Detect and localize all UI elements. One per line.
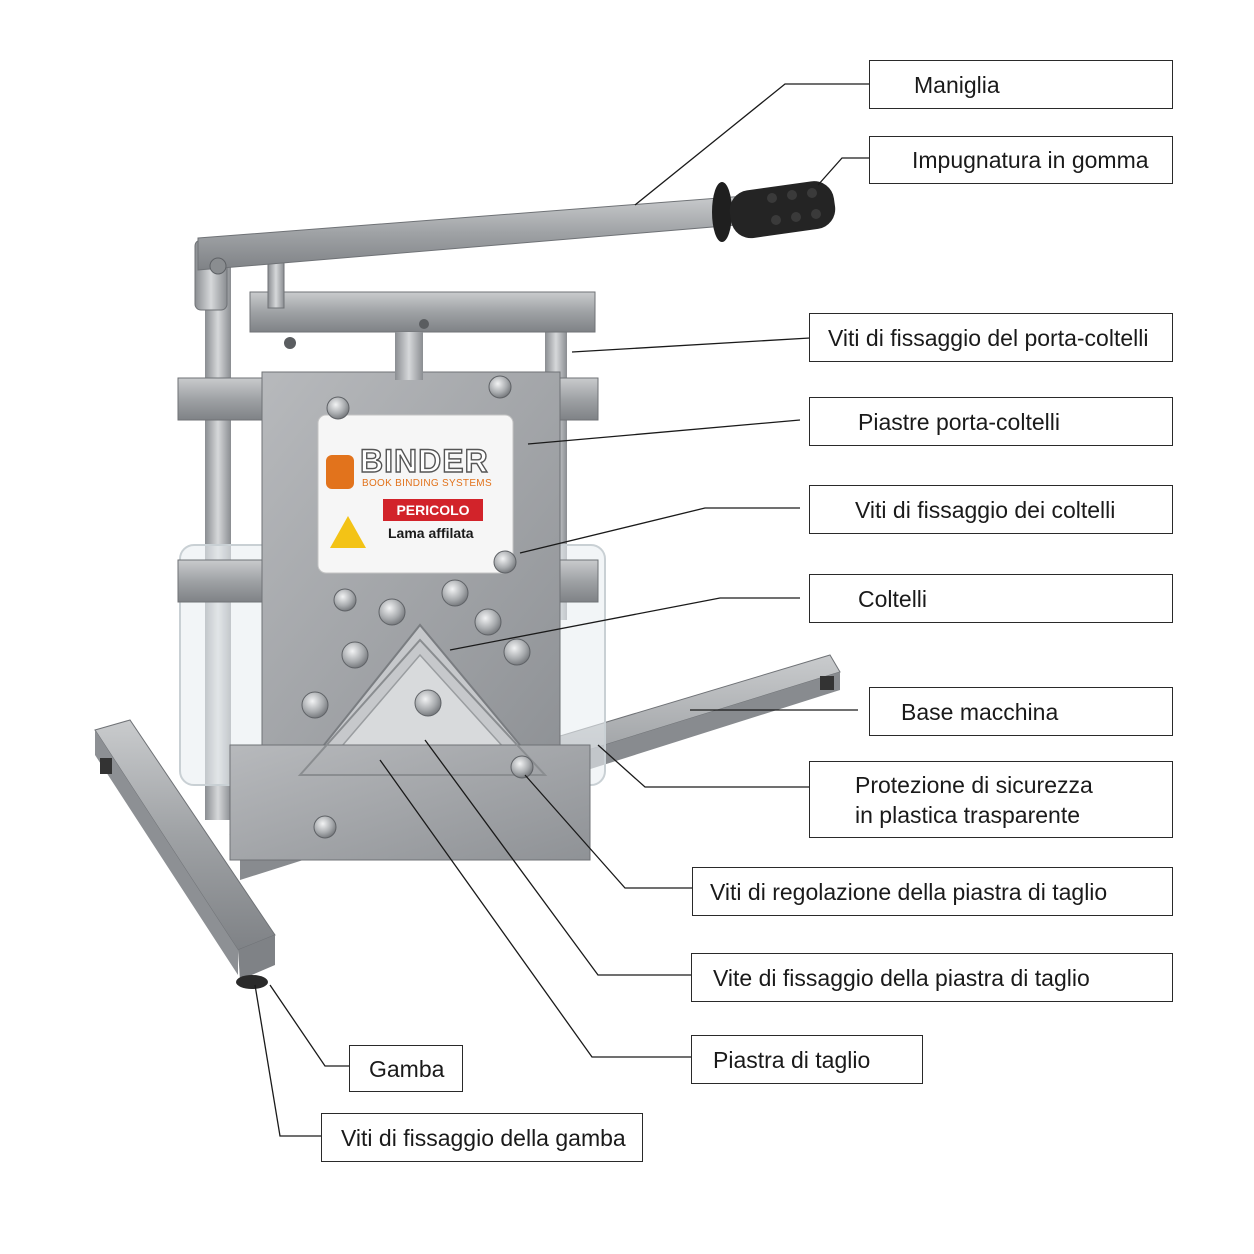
label-coltelli-text: Coltelli <box>858 585 928 612</box>
label-viti-regolazione: Viti di regolazione della piastra di tag… <box>692 867 1173 916</box>
label-piastra-taglio-text: Piastra di taglio <box>713 1046 871 1073</box>
top-block <box>249 291 596 380</box>
label-viti-regolazione-text: Viti di regolazione della piastra di tag… <box>710 878 1108 905</box>
label-coltelli: Coltelli <box>809 574 1173 623</box>
label-impugnatura-text: Impugnatura in gomma <box>912 147 1149 173</box>
brand-subtitle: BOOK BINDING SYSTEMS <box>362 478 492 489</box>
screws <box>301 375 534 839</box>
warning-text: Lama affilata <box>388 525 474 541</box>
label-piastre-porta-coltelli: Piastre porta-coltelli <box>809 397 1173 446</box>
label-gamba-text: Gamba <box>369 1055 445 1082</box>
machine-label <box>317 414 514 574</box>
label-viti-coltelli: Viti di fissaggio dei coltelli <box>809 485 1173 534</box>
warning-icon <box>330 516 366 548</box>
label-gamba: Gamba <box>349 1045 463 1092</box>
label-base-macchina-text: Base macchina <box>901 698 1059 725</box>
label-piastra-taglio: Piastra di taglio <box>691 1035 923 1084</box>
lower-triangle-shadow <box>297 638 548 776</box>
label-impugnatura: Impugnatura in gomma <box>869 136 1173 184</box>
warning-title-text: PERICOLO <box>396 502 470 518</box>
leg <box>94 719 276 989</box>
label-viti-gamba: Viti di fissaggio della gamba <box>321 1113 643 1162</box>
rubber-grip <box>712 181 836 242</box>
label-vite-fissaggio-piastra-text: Vite di fissaggio della piastra di tagli… <box>713 964 1090 991</box>
label-piastre-porta-coltelli-text: Piastre porta-coltelli <box>858 408 1060 435</box>
label-maniglia-text: Maniglia <box>914 71 1000 98</box>
leader-lines <box>254 83 870 1137</box>
label-vite-fissaggio-piastra: Vite di fissaggio della piastra di tagli… <box>691 953 1173 1002</box>
label-viti-porta-coltelli-text: Viti di fissaggio del porta-coltelli <box>828 324 1149 351</box>
label-protezione-text: Protezione di sicurezza in plastica tras… <box>855 771 1093 828</box>
label-viti-porta-coltelli: Viti di fissaggio del porta-coltelli <box>809 313 1173 362</box>
handle-bar <box>197 195 749 271</box>
label-viti-gamba-text: Viti di fissaggio della gamba <box>341 1124 626 1151</box>
label-maniglia: Maniglia <box>869 60 1173 109</box>
brand-logo-text: BINDER <box>359 442 489 479</box>
warning-title: PERICOLO <box>383 499 483 521</box>
lever-link-2 <box>267 257 285 309</box>
label-viti-coltelli-text: Viti di fissaggio dei coltelli <box>855 496 1116 523</box>
label-base-macchina: Base macchina <box>869 687 1173 736</box>
label-protezione: Protezione di sicurezza in plastica tras… <box>809 761 1173 838</box>
